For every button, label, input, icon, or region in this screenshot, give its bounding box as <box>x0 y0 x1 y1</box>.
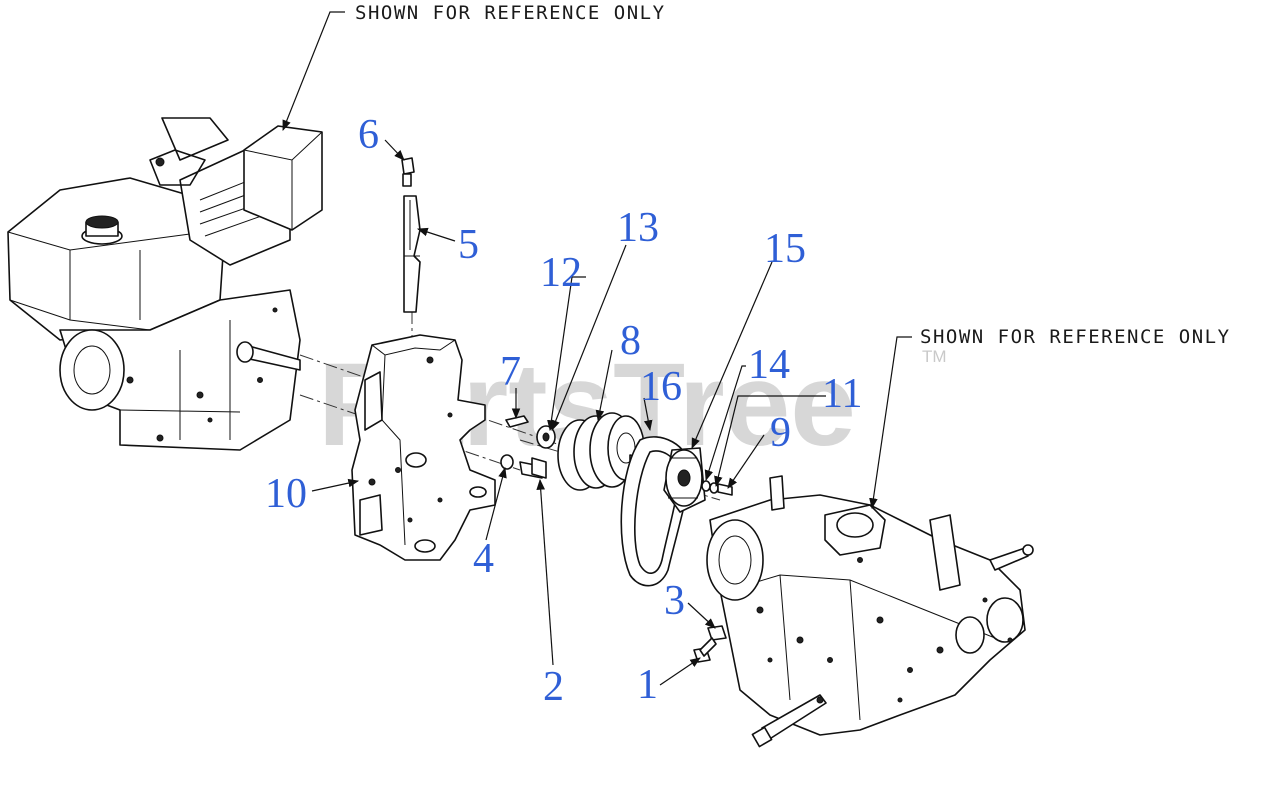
reference-note-transmission: SHOWN FOR REFERENCE ONLY <box>869 326 1231 510</box>
transmission-reference <box>706 475 1034 748</box>
callout-15[interactable]: 15 <box>764 226 806 272</box>
reference-note-engine-text: SHOWN FOR REFERENCE ONLY <box>355 2 666 24</box>
callout-numbers: 1 2 3 4 5 6 7 8 9 10 11 12 13 14 15 16 <box>265 112 862 710</box>
callout-8[interactable]: 8 <box>620 318 641 364</box>
nut-bolt-parts <box>693 625 727 663</box>
callout-12[interactable]: 12 <box>540 250 582 296</box>
bolt-washer-parts <box>500 454 547 479</box>
callout-4[interactable]: 4 <box>473 536 494 582</box>
washer-part <box>536 425 556 449</box>
watermark-trademark: TM <box>922 347 947 366</box>
reference-note-engine: SHOWN FOR REFERENCE ONLY <box>282 2 666 132</box>
callout-9[interactable]: 9 <box>770 410 791 456</box>
callout-10[interactable]: 10 <box>265 471 307 517</box>
callout-3[interactable]: 3 <box>664 578 685 624</box>
callout-13[interactable]: 13 <box>617 205 659 251</box>
callout-2[interactable]: 2 <box>543 664 564 710</box>
callout-11[interactable]: 11 <box>822 371 862 417</box>
callout-1[interactable]: 1 <box>637 662 658 708</box>
sprocket-assembly-part <box>663 447 706 513</box>
engine-mounting-bracket <box>351 334 496 561</box>
reference-note-transmission-text: SHOWN FOR REFERENCE ONLY <box>920 326 1231 348</box>
callout-16[interactable]: 16 <box>640 364 682 410</box>
belt-guide-part <box>401 157 421 313</box>
callout-14[interactable]: 14 <box>748 342 790 388</box>
callout-6[interactable]: 6 <box>358 112 379 158</box>
engine-reference <box>7 117 323 451</box>
drive-pulley-part <box>557 412 651 491</box>
callout-7[interactable]: 7 <box>500 349 521 395</box>
callout-leader-lines <box>311 139 826 686</box>
callout-5[interactable]: 5 <box>458 222 479 268</box>
